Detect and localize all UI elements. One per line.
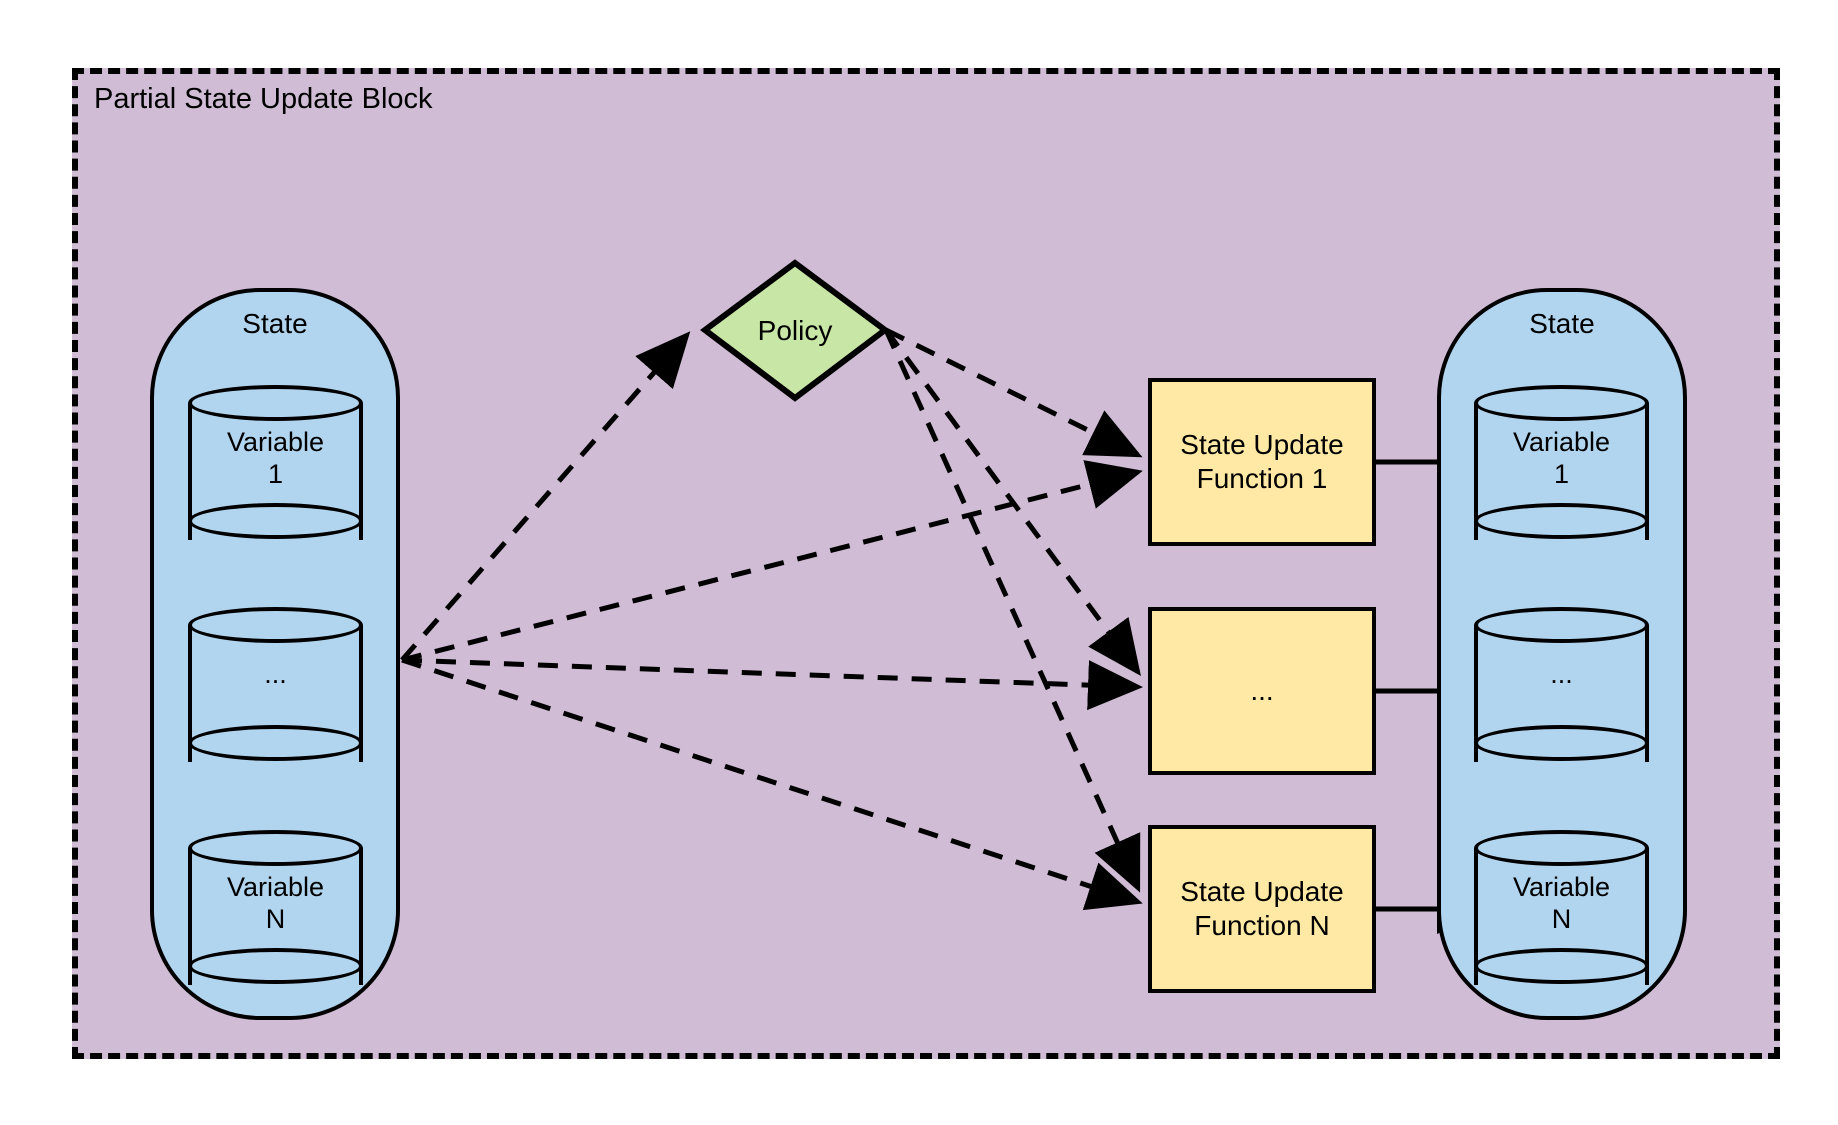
state-input-variable-n[interactable]: Variable N bbox=[188, 830, 363, 985]
cylinder-top bbox=[1474, 607, 1649, 643]
state-output-variable-n[interactable]: Variable N bbox=[1474, 830, 1649, 985]
state-input-variable-1[interactable]: Variable 1 bbox=[188, 385, 363, 540]
cylinder-bottom bbox=[1474, 503, 1649, 539]
state-input-label: State bbox=[242, 308, 308, 339]
state-input-variable-ellipsis[interactable]: ... bbox=[188, 607, 363, 762]
state-output-label: State bbox=[1529, 308, 1595, 339]
variable-label: Variable 1 bbox=[1512, 427, 1611, 489]
variable-label: ... bbox=[1550, 659, 1573, 689]
state-update-function-n-label: State Update Function N bbox=[1180, 876, 1344, 941]
state-update-function-ellipsis-label: ... bbox=[1250, 675, 1274, 707]
state-output-variable-1[interactable]: Variable 1 bbox=[1474, 385, 1649, 540]
state-update-function-1[interactable]: State Update Function 1 bbox=[1148, 378, 1376, 546]
state-update-function-ellipsis[interactable]: ... bbox=[1148, 607, 1376, 775]
state-update-function-1-label: State Update Function 1 bbox=[1180, 429, 1344, 494]
cylinder-bottom bbox=[1474, 725, 1649, 761]
variable-label: Variable 1 bbox=[226, 427, 325, 489]
cylinder-top bbox=[188, 830, 363, 866]
policy-node[interactable]: Policy bbox=[700, 258, 890, 403]
state-update-function-n[interactable]: State Update Function N bbox=[1148, 825, 1376, 993]
cylinder-bottom bbox=[188, 503, 363, 539]
cylinder-top bbox=[1474, 830, 1649, 866]
block-title: Partial State Update Block bbox=[94, 83, 433, 115]
variable-label: ... bbox=[264, 659, 287, 689]
cylinder-top bbox=[188, 385, 363, 421]
state-output-variable-ellipsis[interactable]: ... bbox=[1474, 607, 1649, 762]
variable-label: Variable N bbox=[1512, 872, 1611, 934]
variable-label: Variable N bbox=[226, 872, 325, 934]
policy-label: Policy bbox=[757, 314, 833, 346]
cylinder-bottom bbox=[1474, 948, 1649, 984]
cylinder-top bbox=[1474, 385, 1649, 421]
cylinder-bottom bbox=[188, 948, 363, 984]
cylinder-top bbox=[188, 607, 363, 643]
cylinder-bottom bbox=[188, 725, 363, 761]
